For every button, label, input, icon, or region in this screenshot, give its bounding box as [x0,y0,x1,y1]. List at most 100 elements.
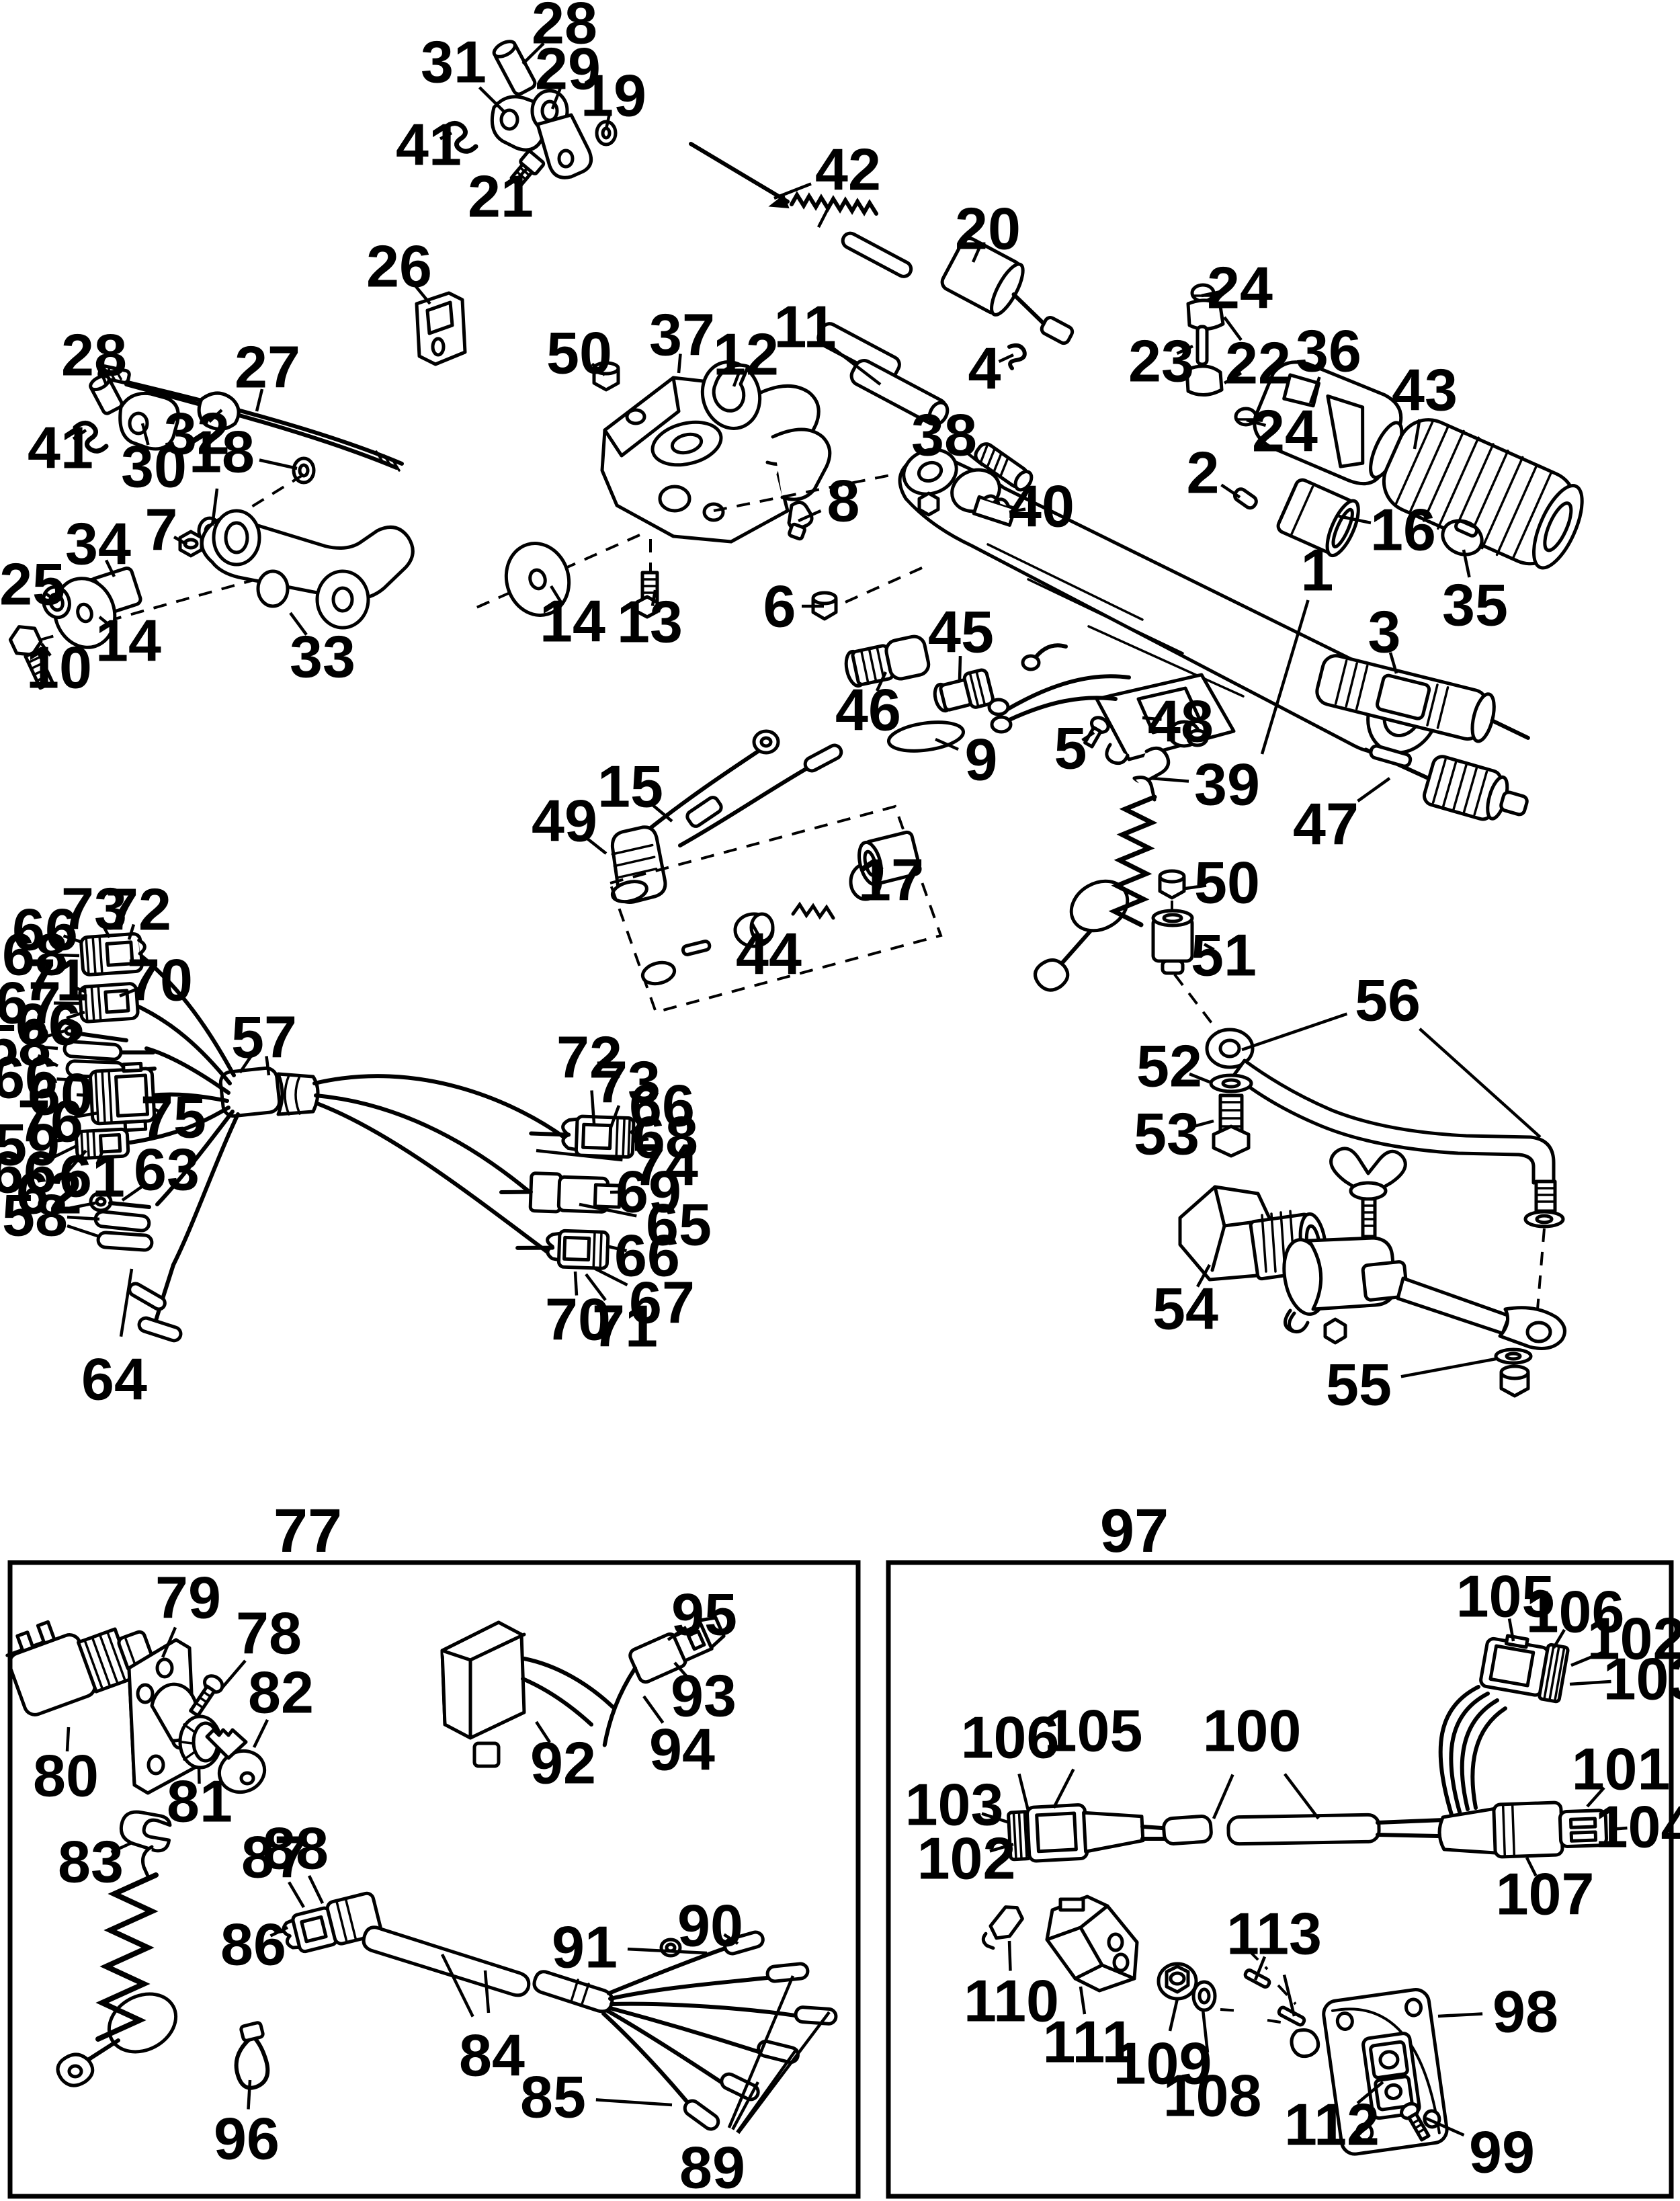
callout-66: 66 [614,1222,680,1289]
ring-nut-part [178,1714,222,1770]
leader-line [1142,716,1162,721]
leader-line [42,591,56,601]
callout-16: 16 [1370,497,1436,563]
callout-66: 66 [12,897,78,963]
leader-line [535,1720,551,1743]
callout-41: 41 [396,112,462,178]
callout-58: 58 [0,1012,51,1079]
washer-disc-part [700,360,762,430]
callout-105: 105 [1456,1563,1555,1630]
callout-59: 59 [0,1112,60,1178]
cable-tie-part [234,2021,270,2090]
leader-line [1201,2009,1210,2053]
callout-67: 67 [0,970,61,1036]
callout-46: 46 [835,677,901,743]
leader-line [197,1766,201,1784]
leader-line [971,245,982,263]
callout-14: 14 [540,588,605,655]
leader-line [67,1215,100,1221]
steering-cable-part [689,142,950,426]
callout-66: 66 [0,1139,56,1206]
leader-line [50,1136,76,1143]
section-label: 97 [1100,1497,1169,1565]
leader-line [631,1137,649,1143]
leader-line [1552,1628,1566,1649]
leader-line [413,284,431,305]
callout-112: 112 [1284,2091,1380,2158]
coil-module-part [440,1620,615,1768]
leader-line [723,1933,739,1945]
callout-95: 95 [671,1581,737,1648]
leader-line [1052,1768,1075,1809]
leader-line [1203,943,1215,951]
callout-62: 62 [16,1160,82,1227]
friction-rod-group [1151,869,1566,1398]
leader-line [629,1118,647,1134]
leader-line [590,1090,596,1124]
switch-wire-part [642,729,843,847]
callout-36: 36 [1296,318,1361,384]
control-rod-part [97,364,404,472]
leader-line [289,612,308,636]
leader-line [673,1661,691,1680]
key-part [205,1728,267,1794]
switch-boot-part [610,825,667,904]
callout-68: 68 [632,1104,698,1171]
section-box [886,1560,1674,2199]
callout-38: 38 [911,402,977,468]
leader-line [677,354,682,374]
callout-73: 73 [595,1049,661,1116]
callout-19: 19 [581,63,646,129]
leader-line [816,197,835,229]
callout-101: 101 [1572,1736,1671,1802]
leader-line [56,1077,89,1083]
clip-part [442,121,478,154]
callout-71: 71 [592,1293,658,1360]
leader-line [74,1111,99,1119]
callout-109: 109 [1114,2030,1212,2097]
callout-23: 23 [1128,328,1194,394]
lanyard-coil-part [56,1872,178,2087]
callout-93: 93 [671,1663,737,1729]
callout-55: 55 [1326,1352,1392,1418]
lanyard-clip-part [119,1810,172,1881]
callout-47: 47 [1293,791,1359,858]
bolt-part [8,625,54,690]
callout-48: 48 [1148,688,1214,755]
leader-line [1223,372,1243,384]
leader-line [173,536,188,546]
leader-line [1437,2012,1483,2018]
callout-8: 8 [827,468,860,534]
leader-line [1284,1773,1320,1820]
leader-line [1282,1974,1296,2017]
leader-line [119,986,140,998]
callout-70: 70 [545,1286,611,1353]
leader-line [1168,1998,1179,2032]
callout-99: 99 [1469,2119,1535,2186]
leader-line [1246,418,1267,427]
leader-line [1009,507,1026,514]
leader-line [1201,290,1221,298]
callout-44: 44 [736,921,802,987]
callout-37: 37 [649,302,715,368]
callout-107: 107 [1496,1861,1595,1927]
leader-line [67,1224,100,1239]
leader-line [98,369,108,385]
callout-84: 84 [459,2022,525,2089]
leader-line [247,2079,252,2110]
pin-part [492,40,537,96]
leader-line [736,2047,798,2134]
callout-24: 24 [1207,255,1273,321]
callout-53: 53 [1134,1101,1200,1167]
nut-part [811,591,838,621]
callout-68: 68 [2,921,68,988]
callout-22: 22 [1225,330,1291,397]
callout-6: 6 [763,573,796,640]
leader-line [1388,652,1398,674]
leader-line [95,1151,104,1165]
callout-106: 106 [1526,1579,1625,1645]
leader-line [1357,777,1391,802]
callout-85: 85 [520,2064,586,2130]
callout-81: 81 [167,1768,233,1835]
leader-line [1189,1119,1214,1129]
